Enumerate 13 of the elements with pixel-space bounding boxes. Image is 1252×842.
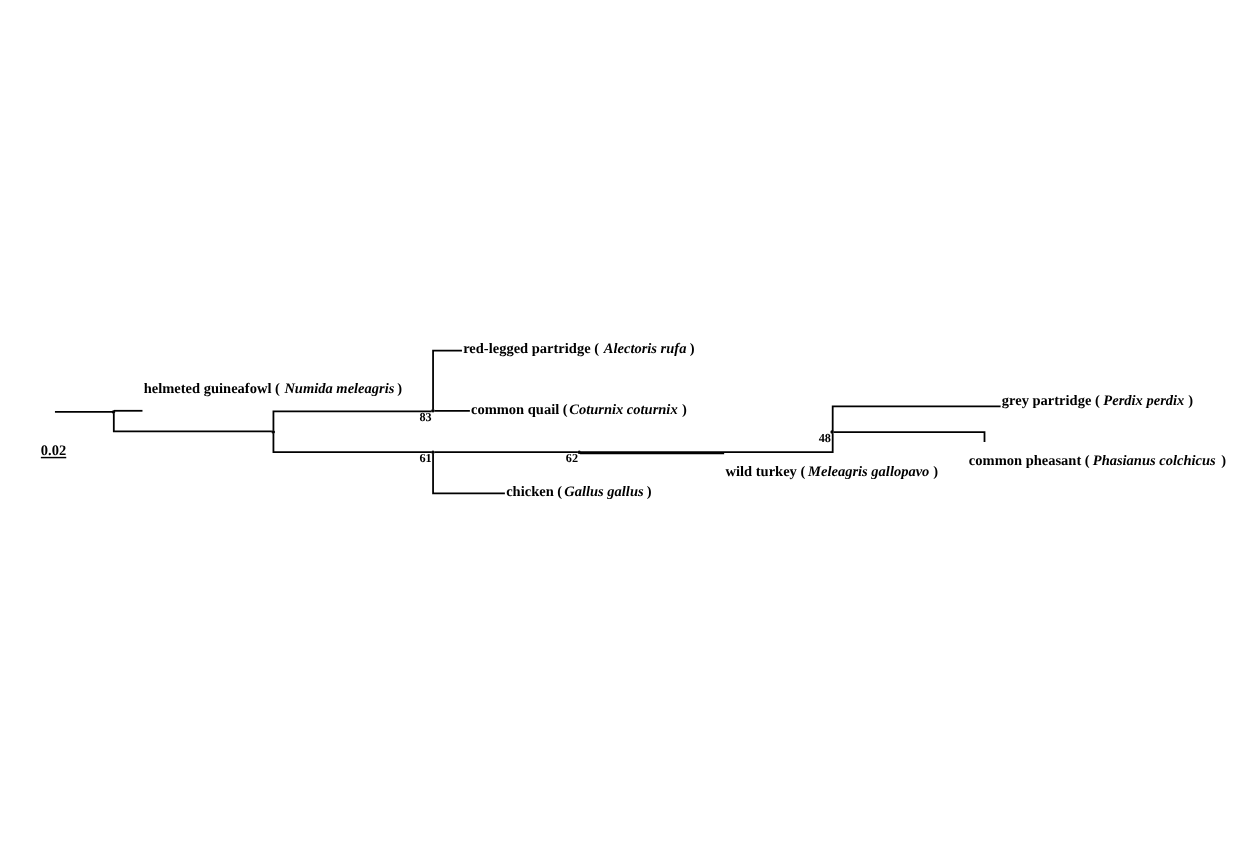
connector [433,450,579,453]
connector [832,430,986,442]
node-point [431,449,435,453]
connector [433,408,471,411]
connector [831,404,1002,431]
node-point [431,408,435,412]
node-point [111,409,116,413]
node-point [271,429,275,433]
connector [580,431,834,452]
node-point [830,429,834,433]
connector [432,348,463,410]
node-point [577,449,582,453]
connector [432,452,506,494]
